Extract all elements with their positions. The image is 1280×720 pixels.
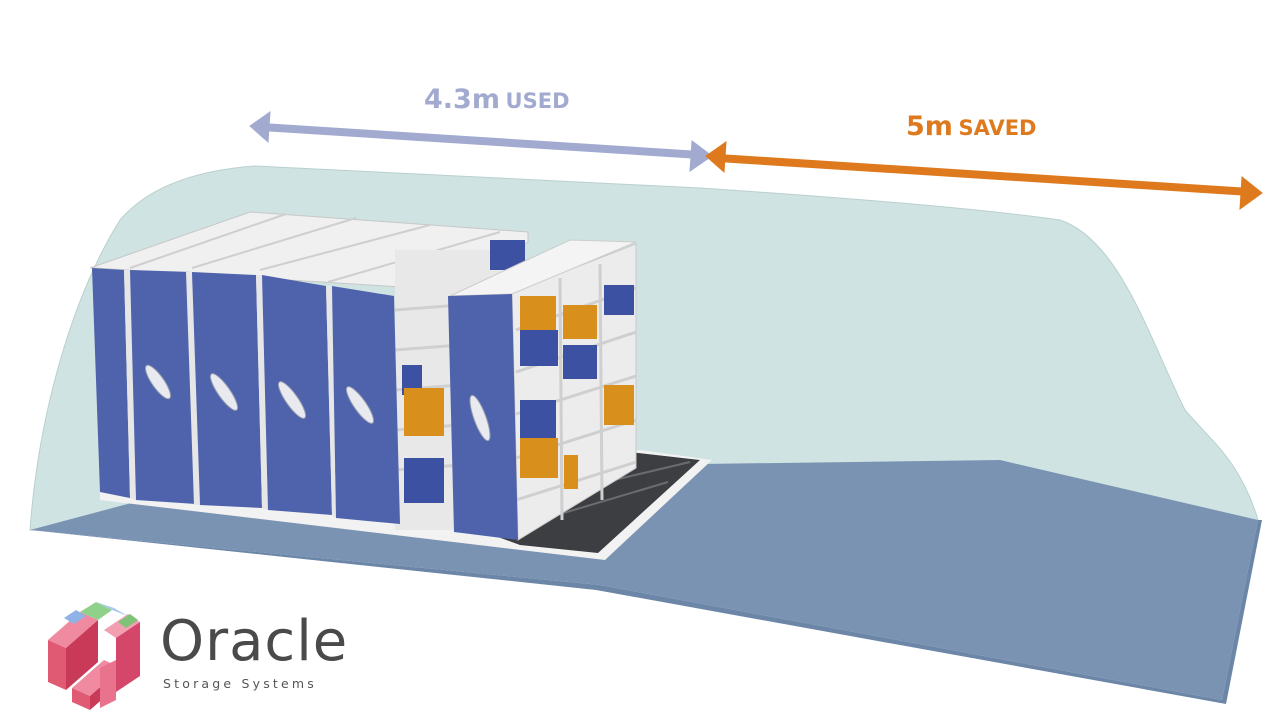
- storage-box: [564, 455, 578, 489]
- used-unit-label: USED: [505, 89, 570, 113]
- left-arrow-icon: [705, 140, 727, 174]
- storage-box: [520, 330, 558, 366]
- storage-box: [563, 345, 597, 379]
- used-dimension-label: 4.3m USED: [424, 84, 570, 115]
- storage-box: [404, 388, 444, 436]
- handle-icon: [145, 364, 491, 442]
- used-arrow: [249, 110, 713, 172]
- right-arrow-icon: [1239, 176, 1263, 211]
- left-arrow-icon: [249, 110, 271, 144]
- storage-box: [402, 365, 422, 395]
- saved-dimension-label: 5m SAVED: [906, 111, 1036, 142]
- storage-box: [520, 438, 558, 478]
- right-arrow-icon: [689, 140, 713, 172]
- storage-box: [520, 296, 556, 334]
- logo-cubes-icon: [48, 602, 140, 710]
- storage-box: [520, 400, 556, 440]
- brand-name: Oracle: [160, 609, 349, 674]
- saved-arrow: [705, 140, 1263, 211]
- used-value: 4.3m: [424, 84, 500, 115]
- brand-tagline: Storage Systems: [163, 676, 318, 691]
- saved-unit-label: SAVED: [958, 116, 1037, 140]
- floor-front: [30, 520, 1262, 704]
- storage-box: [563, 305, 597, 339]
- saved-value: 5m: [906, 111, 953, 142]
- storage-box: [404, 458, 444, 503]
- storage-box: [604, 285, 634, 315]
- storage-box: [604, 385, 634, 425]
